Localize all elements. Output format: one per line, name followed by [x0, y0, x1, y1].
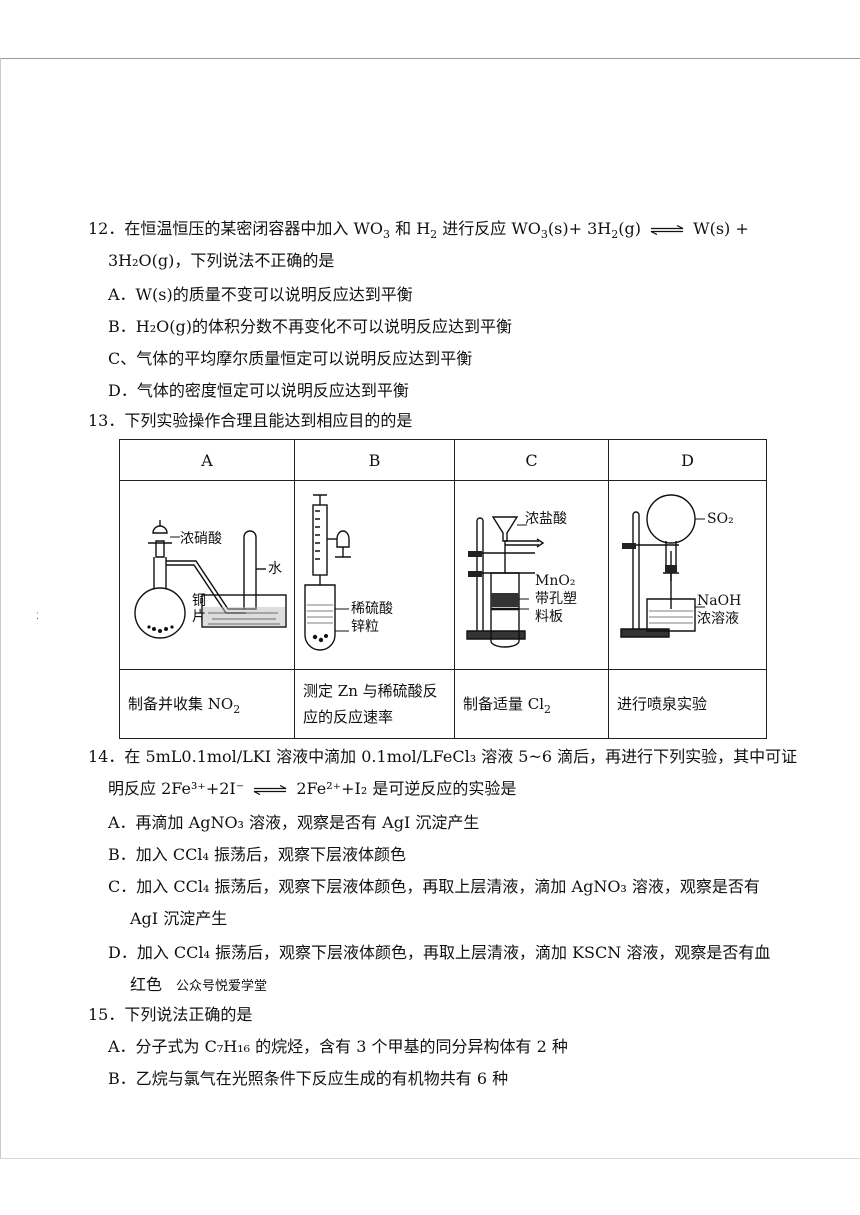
q12-stem-line1: 12．在恒温恒压的某密闭容器中加入 WO3 和 H2 进行反应 WO3(s)+ …	[88, 219, 749, 242]
q13-stem: 13．下列实验操作合理且能达到相应目的的是	[88, 411, 413, 430]
q15-option-b: B．乙烷与氯气在光照条件下反应生成的有机物共有 6 种	[108, 1069, 509, 1088]
q12-option-b: B．H₂O(g)的体积分数不再变化不可以说明反应达到平衡	[108, 317, 512, 336]
q14-option-d-cont: 红色公众号悦爱学堂	[130, 975, 268, 994]
label-conc-nitric-acid: 浓硝酸	[180, 531, 222, 547]
q14-option-b: B．加入 CCl₄ 振荡后，观察下层液体颜色	[108, 845, 406, 864]
q14-option-c: C．加入 CCl₄ 振荡后，观察下层液体颜色，再取上层清液，滴加 AgNO₃ 溶…	[108, 877, 760, 896]
header-b: B	[294, 439, 455, 481]
watermark-text: 公众号悦爱学堂	[176, 979, 268, 994]
caption-c: 制备适量 Cl2	[454, 669, 609, 739]
page-top-border	[0, 58, 860, 59]
fountain-experiment-apparatus-icon	[620, 494, 705, 638]
caption-a: 制备并收集 NO2	[119, 669, 295, 739]
label-dilute-sulfuric-acid: 稀硫酸	[351, 601, 393, 617]
label-zinc: 锌粒	[351, 619, 379, 635]
caption-b: 测定 Zn 与稀硫酸反应的反应速率	[294, 669, 455, 739]
label-perforated-plate-2: 料板	[535, 609, 563, 625]
label-copper-1: 铜	[192, 593, 206, 609]
label-so2: SO₂	[707, 511, 734, 527]
q15-option-a: A．分子式为 C₇H₁₆ 的烷烃，含有 3 个甲基的同分异构体有 2 种	[108, 1037, 568, 1056]
page-left-border	[0, 58, 1, 1158]
apparatus-c-cell: 浓盐酸 MnO₂ 带孔塑 料板	[454, 480, 609, 670]
q12-option-c: C、气体的平均摩尔质量恒定可以说明反应达到平衡	[108, 349, 473, 368]
chlorine-generator-apparatus-icon	[466, 516, 545, 648]
flask-collection-apparatus-icon	[134, 520, 287, 639]
q14-option-c-cont: AgI 沉淀产生	[130, 909, 228, 928]
q12-option-d: D．气体的密度恒定可以说明反应达到平衡	[108, 381, 409, 400]
equilibrium-arrow-icon	[254, 784, 287, 795]
label-copper-2: 片	[192, 609, 206, 625]
equilibrium-arrow-icon	[650, 224, 684, 235]
page-bottom-border	[0, 1158, 860, 1159]
q14-stem-line2: 明反应 2Fe³⁺+2I⁻ 2Fe²⁺+I₂ 是可逆反应的实验是	[108, 779, 517, 798]
label-water: 水	[268, 561, 282, 577]
apparatus-d-cell: SO₂ NaOH 浓溶液	[608, 480, 767, 670]
label-mno2: MnO₂	[535, 573, 576, 589]
label-perforated-plate-1: 带孔塑	[535, 591, 577, 607]
q14-stem-line1: 14．在 5mL0.1mol/LKI 溶液中滴加 0.1mol/LFeCl₃ 溶…	[88, 747, 798, 766]
label-conc-hydrochloric-acid: 浓盐酸	[525, 511, 567, 527]
q12-option-a: A．W(s)的质量不变可以说明反应达到平衡	[108, 285, 413, 304]
header-c: C	[454, 439, 609, 481]
header-d: D	[608, 439, 767, 481]
q14-option-d: D．加入 CCl₄ 振荡后，观察下层液体颜色，再取上层清液，滴加 KSCN 溶液…	[108, 943, 771, 962]
label-conc-solution: 浓溶液	[697, 611, 739, 627]
margin-mark: ⁚	[36, 612, 39, 622]
apparatus-a-cell: 浓硝酸 水 铜 片	[119, 480, 295, 670]
header-a: A	[119, 439, 295, 481]
apparatus-b-cell: 稀硫酸 锌粒	[294, 480, 455, 670]
q15-stem: 15．下列说法正确的是	[88, 1005, 253, 1024]
q14-option-a: A．再滴加 AgNO₃ 溶液，观察是否有 AgI 沉淀产生	[108, 813, 480, 832]
caption-d: 进行喷泉实验	[608, 669, 767, 739]
label-naoh: NaOH	[697, 593, 742, 609]
q12-stem-line2: 3H₂O(g)，下列说法不正确的是	[108, 251, 335, 270]
experiment-table: A B C D	[119, 439, 767, 739]
syringe-tube-apparatus-icon	[304, 494, 351, 651]
